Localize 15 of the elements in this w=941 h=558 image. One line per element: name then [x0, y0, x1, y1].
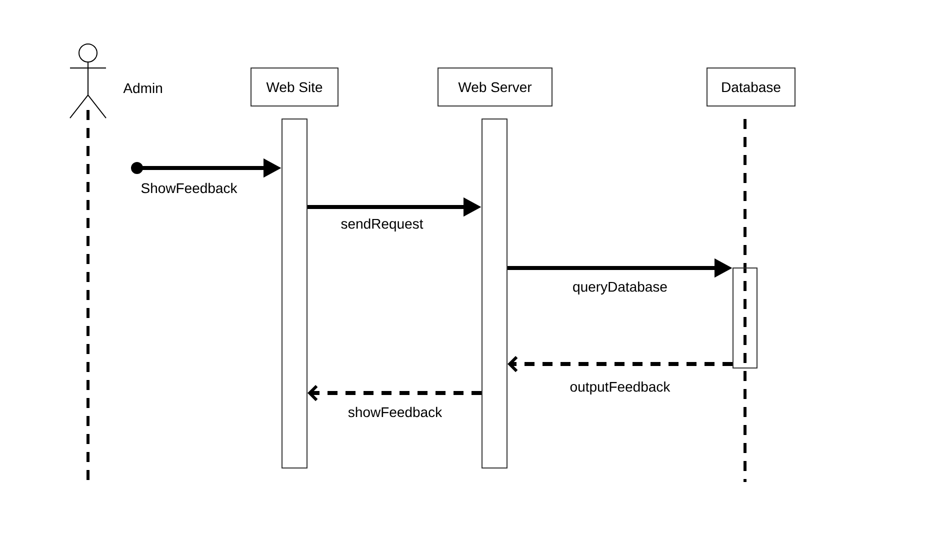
message-label: queryDatabase	[572, 280, 668, 296]
participant-box: Web Server	[438, 68, 552, 106]
actor-label: Admin	[123, 82, 162, 94]
activation-bar	[732, 268, 758, 368]
message-label: sendRequest	[340, 217, 424, 233]
activation-bar	[482, 118, 508, 468]
message-arrow	[508, 356, 732, 372]
actor-figure	[70, 44, 106, 118]
activation-bar	[282, 118, 308, 468]
message-label: showFeedback	[346, 406, 444, 418]
message-arrow	[308, 384, 482, 402]
message-label: outputFeedback	[568, 380, 672, 396]
message-label: ShowFeedback	[140, 182, 238, 194]
participant-box: Database	[706, 68, 796, 106]
participant-box: Web Site	[250, 68, 338, 106]
